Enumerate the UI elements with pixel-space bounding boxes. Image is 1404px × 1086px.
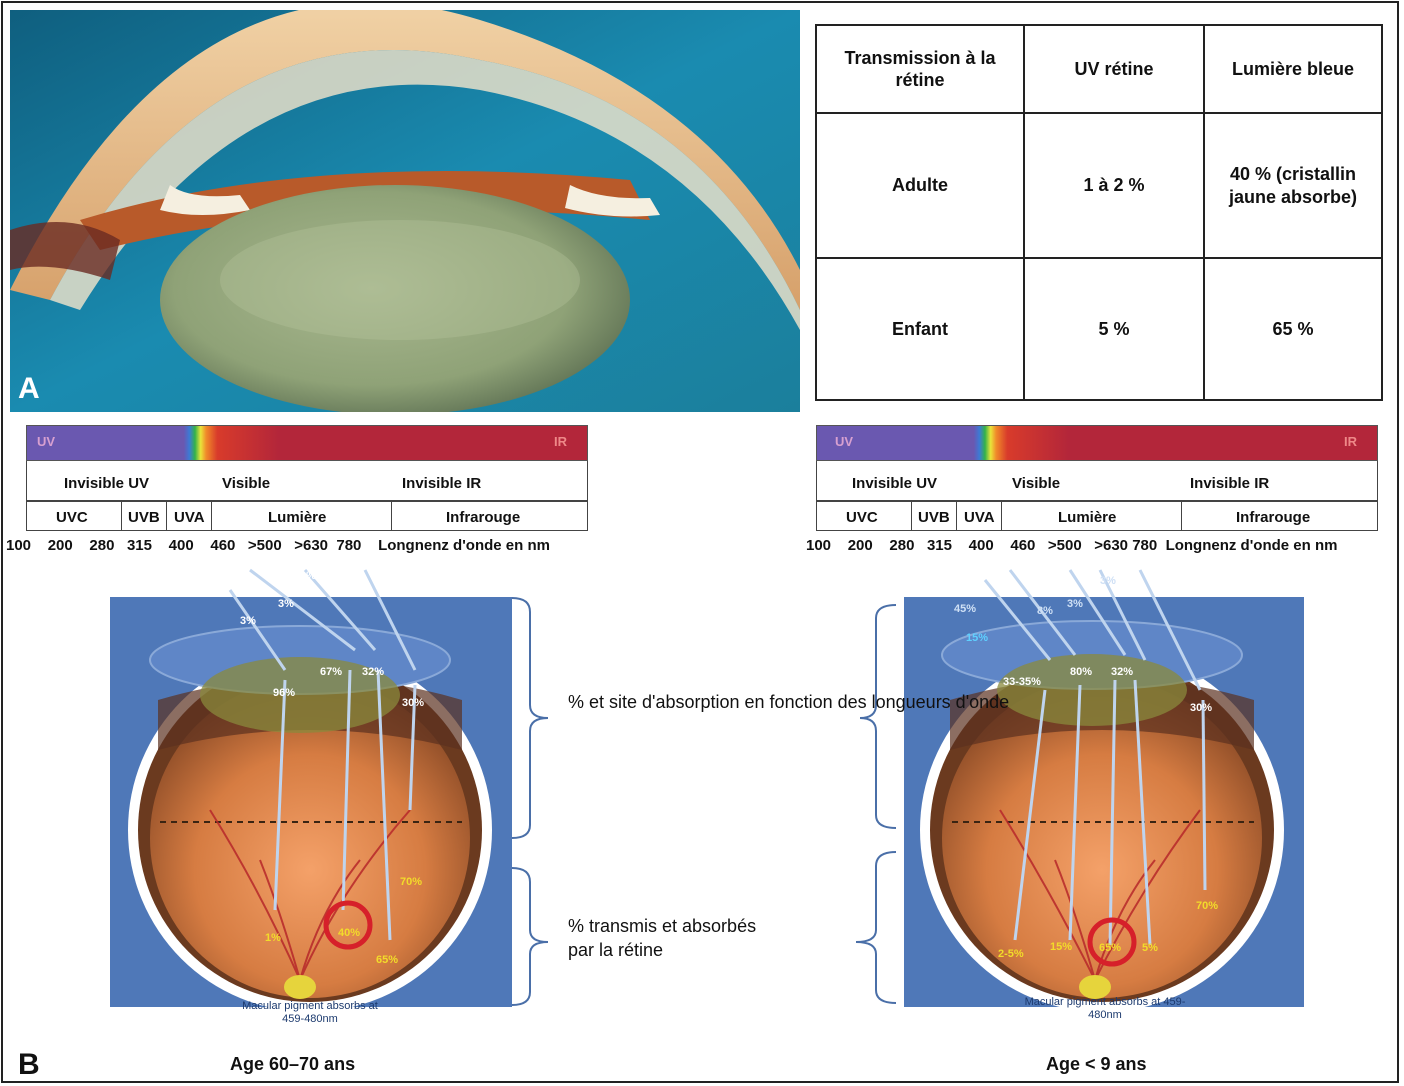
- annotation-absorption-site: % et site d'absorption en fonction des l…: [568, 690, 1009, 714]
- panel-b-letter: B: [18, 1048, 40, 1082]
- annotation-retina-transmission: % transmis et absorbés par la rétine: [568, 914, 768, 963]
- caption-adult: Age 60–70 ans: [230, 1054, 355, 1075]
- caption-child: Age < 9 ans: [1046, 1054, 1147, 1075]
